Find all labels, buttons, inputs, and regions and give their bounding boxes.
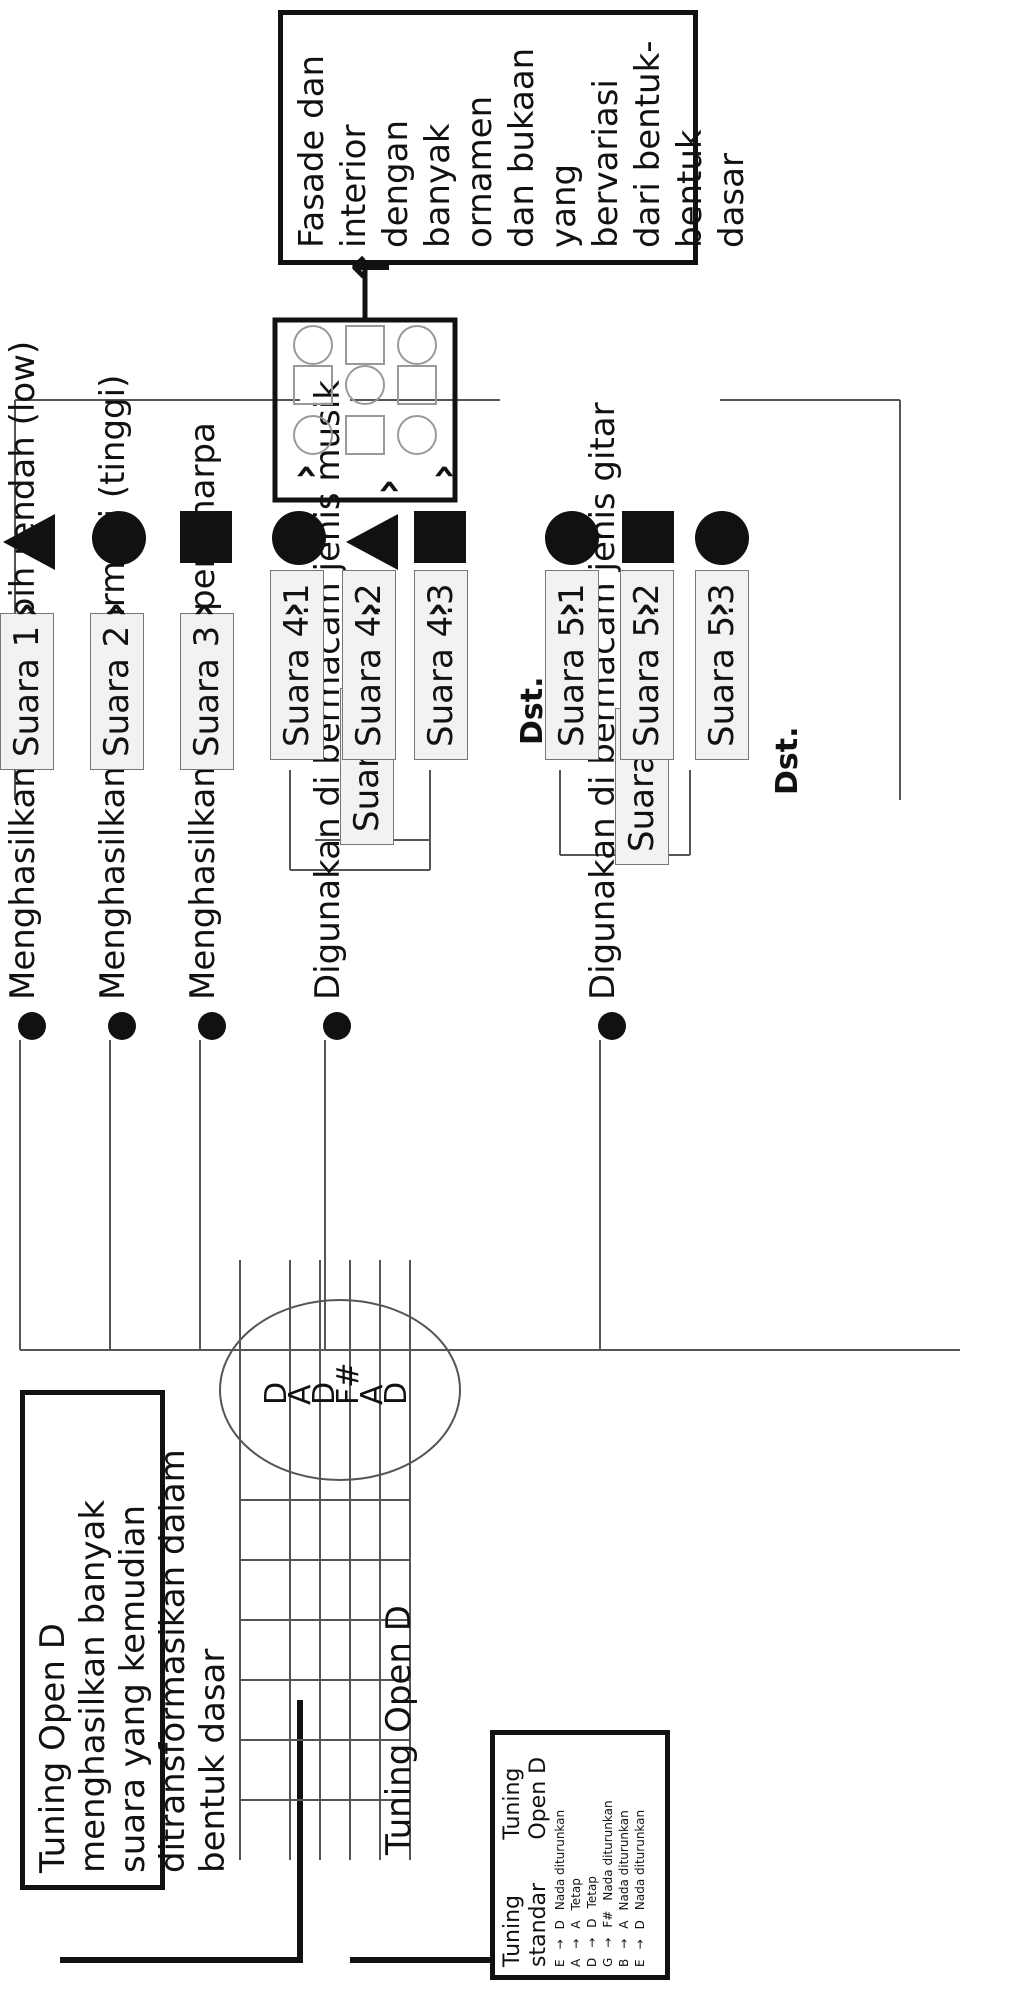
chevron-icon: ›: [346, 602, 392, 618]
circle-shape: [92, 511, 146, 565]
suara-4-3-label: Suara 4.3: [414, 570, 468, 760]
dst-label-1: Dst.: [515, 677, 550, 746]
square-shape: [414, 511, 466, 563]
dst-label-2: Dst.: [770, 727, 805, 796]
suara-5-2-label: Suara 5.2: [620, 570, 674, 760]
fretboard-notes: D A D F# A D: [265, 1363, 409, 1405]
summary-box-tuning-open-d: Tuning Open D menghasilkan banyak suara …: [20, 1390, 165, 1890]
triangle-shape: [346, 514, 398, 570]
chevron-icon: ›: [3, 602, 49, 618]
summary-box-facade: Fasade dan interior dengan banyak orname…: [278, 10, 698, 265]
triangle-shape: [3, 514, 55, 570]
tuning-open-d-label: Tuning Open D: [378, 1605, 420, 1855]
square-shape: [622, 511, 674, 563]
chevron-icon: ›: [92, 602, 138, 618]
chevron-icon: ›: [270, 602, 316, 618]
circle-shape: [272, 511, 326, 565]
arrow-down-icon: ›: [420, 464, 466, 480]
suara-5-1-label: Suara 5.1: [545, 570, 599, 760]
arrow-down-icon: ›: [282, 464, 328, 480]
square-shape: [180, 511, 232, 563]
tuning-open-d-header: Tuning Open D: [500, 1743, 552, 1840]
chevron-icon: ›: [414, 602, 460, 618]
transform-glyphs: [285, 335, 445, 455]
suara-4-1-label: Suara 4.1: [270, 570, 324, 760]
chevron-icon: ›: [545, 602, 591, 618]
chevron-icon: ›: [695, 602, 741, 618]
circle-shape: [545, 511, 599, 565]
chevron-icon: ›: [180, 602, 226, 618]
arrow-up-icon: ↑: [343, 246, 401, 288]
arrow-right-icon: ›: [365, 479, 411, 495]
suara-4-2-label: Suara 4.2: [342, 570, 396, 760]
tuning-standar-header: Tuning standar: [500, 1870, 552, 1967]
suara-5-3-label: Suara 5.3: [695, 570, 749, 760]
chevron-icon: ›: [622, 602, 668, 618]
circle-shape: [695, 511, 749, 565]
